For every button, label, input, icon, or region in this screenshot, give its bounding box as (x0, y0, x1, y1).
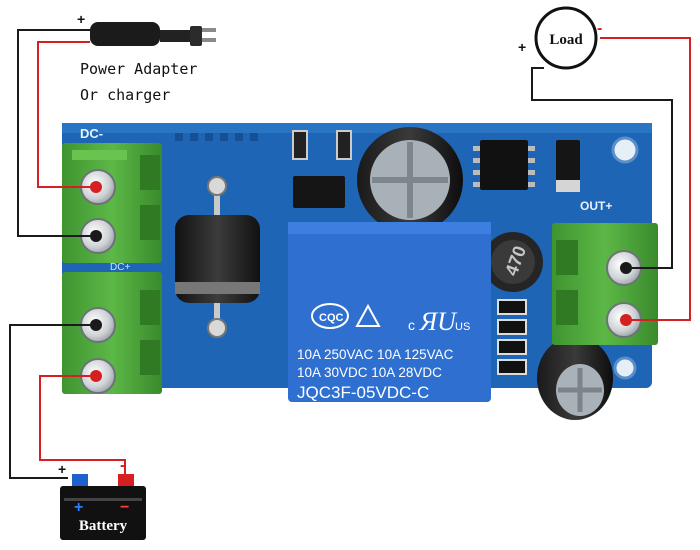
load-minus-sign: - (597, 20, 602, 37)
electrolytic-capacitor-large (357, 127, 463, 233)
battery-symbol (60, 474, 146, 540)
electrolytic-capacitor-small (537, 336, 613, 420)
battery-label: Battery (79, 518, 128, 534)
relay-ul-logo: ЯU (419, 307, 458, 336)
relay-rating-line2: 10A 30VDC 10A 28VDC (297, 365, 442, 380)
diode (175, 176, 260, 338)
relay (288, 222, 491, 402)
wires (9, 29, 691, 482)
battery-minus-sign: - (120, 457, 125, 474)
terminal-contact-dots (90, 181, 632, 382)
power-adapter (90, 22, 216, 46)
adapter-minus-sign: - (78, 33, 83, 50)
relay-model: JQC3F-05VDC-C (297, 383, 429, 402)
relay-ul-mark: c (408, 317, 415, 333)
pcb-label-dc-in: DC+ (110, 262, 130, 273)
adapter-caption-line1: Power Adapter (80, 60, 198, 78)
pcb-label-dc: DC- (80, 126, 103, 141)
pcb-label-out: OUT+ (580, 199, 612, 213)
relay-rating-line1: 10A 250VAC 10A 125VAC (297, 347, 454, 362)
inductor (483, 232, 543, 292)
battery-minus-glyph: − (120, 499, 129, 516)
adapter-plus-sign: + (77, 11, 85, 27)
smd-components (292, 130, 580, 375)
relay-brand: CQC (319, 312, 344, 324)
battery-plus-glyph: + (74, 499, 83, 516)
adapter-caption-line2: Or charger (80, 86, 171, 104)
load-symbol (534, 6, 598, 70)
relay-ul-suffix: US (455, 321, 470, 333)
load-label: Load (549, 32, 583, 48)
load-plus-sign: + (518, 39, 526, 55)
terminal-block-out (552, 223, 658, 345)
battery-plus-sign: + (58, 461, 66, 477)
